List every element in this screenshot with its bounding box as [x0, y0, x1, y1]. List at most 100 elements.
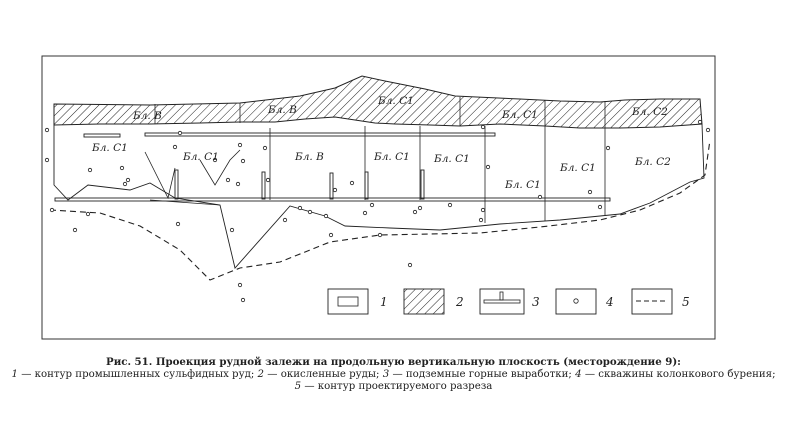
borehole-15 — [297, 205, 303, 211]
figure-caption: Рис. 51. Проекция рудной залежи на продо… — [0, 356, 787, 394]
legend-item-2: 2 — [403, 288, 464, 315]
lower-drift — [54, 197, 611, 202]
caption-item-4-number: 4 — [575, 368, 582, 380]
borehole-43 — [328, 232, 334, 238]
borehole-33 — [72, 227, 78, 233]
caption-item-2-number: 2 — [257, 368, 265, 380]
borehole-40 — [240, 297, 246, 303]
raise-2 — [261, 171, 266, 200]
legend-item-1: 1 — [327, 288, 388, 315]
block-label-b13: Бл. C2 — [634, 156, 671, 168]
borehole-22 — [447, 202, 453, 208]
borehole-13 — [265, 177, 271, 183]
borehole-45 — [412, 209, 418, 215]
borehole-18 — [349, 180, 355, 186]
projected-pit-contour — [49, 139, 711, 281]
borehole-8 — [212, 157, 218, 163]
borehole-6 — [172, 144, 178, 150]
borehole-12 — [235, 181, 241, 187]
upper-drift — [144, 132, 496, 137]
borehole-1 — [44, 127, 50, 133]
block-label-group: Бл. B Бл. B Бл. C1 Бл. C1 Бл. C2 Бл. C1 Бл. C1… — [91, 95, 671, 191]
borehole-19 — [362, 210, 368, 216]
caption-item-5-text: — контур проектируемого разреза — [304, 381, 493, 392]
borehole-21 — [417, 205, 423, 211]
caption-item-4-text: — скважины колонкового бурения; — [584, 368, 776, 380]
block-label-b5: Бл. C2 — [631, 106, 668, 118]
legend-item-5: 5 — [631, 288, 690, 315]
caption-item-3-text: — подземные горные выработки; — [392, 368, 572, 380]
block-label-b7: Бл. C1 — [182, 151, 219, 163]
borehole-29 — [597, 204, 603, 210]
raise-4 — [364, 171, 369, 200]
borehole-9 — [225, 177, 231, 183]
block-label-b4: Бл. C1 — [501, 109, 538, 121]
borehole-25 — [480, 207, 486, 213]
borehole-10 — [237, 142, 243, 148]
borehole-7 — [177, 130, 183, 136]
borehole-34 — [49, 207, 55, 213]
block-label-b9: Бл. C1 — [373, 151, 410, 163]
short-drift — [83, 133, 121, 138]
borehole-group — [44, 119, 711, 303]
borehole-5 — [125, 177, 131, 183]
borehole-11 — [240, 158, 246, 164]
raise-5 — [420, 169, 425, 200]
borehole-23 — [480, 124, 486, 130]
caption-item-3-number: 3 — [382, 368, 390, 380]
borehole-37 — [175, 221, 181, 227]
caption-item-1-number: 1 — [11, 368, 18, 380]
borehole-2 — [44, 157, 50, 163]
borehole-28 — [587, 189, 593, 195]
borehole-39 — [237, 282, 243, 288]
underground-workings — [54, 132, 611, 202]
borehole-35 — [85, 211, 91, 217]
borehole-16 — [307, 209, 313, 215]
band-dividers — [154, 97, 606, 128]
block-boundaries — [144, 126, 606, 223]
raise-3 — [329, 172, 334, 200]
legend-number-3: 3 — [532, 295, 540, 309]
block-label-b2: Бл. B — [267, 104, 297, 116]
borehole-4 — [119, 165, 125, 171]
borehole-46 — [377, 232, 383, 238]
caption-title: Рис. 51. Проекция рудной залежи на продо… — [106, 356, 681, 368]
legend-number-4: 4 — [605, 295, 614, 309]
borehole-42 — [323, 213, 329, 219]
borehole-26 — [478, 217, 484, 223]
borehole-41 — [282, 217, 288, 223]
caption-legend-line-2: 5 — контур проектируемого разреза — [0, 381, 787, 394]
legend-number-5: 5 — [682, 295, 690, 309]
legend-item-3: 3 — [479, 288, 540, 315]
legend-number-2: 2 — [455, 295, 464, 309]
raise-1 — [174, 169, 179, 200]
block-label-b3: Бл. C1 — [377, 95, 414, 107]
block-label-b12: Бл. C1 — [559, 162, 596, 174]
borehole-30 — [605, 145, 611, 151]
legend-number-1: 1 — [380, 295, 388, 309]
block-label-b1: Бл. B — [132, 110, 162, 122]
borehole-36 — [122, 181, 128, 187]
sulfide-ore-contour — [53, 123, 705, 269]
borehole-3 — [87, 167, 93, 173]
caption-item-1-text: — контур промышленных сульфидных руд; — [21, 368, 255, 380]
borehole-24 — [485, 164, 491, 170]
legend-item-4: 4 — [555, 288, 614, 315]
block-label-b6: Бл. C1 — [91, 142, 128, 154]
caption-item-2-text: — окисленные руды; — [267, 368, 380, 380]
drawing-frame — [41, 55, 716, 340]
borehole-31 — [705, 127, 711, 133]
legend: 1 2 3 4 5 — [327, 288, 690, 315]
block-label-b11: Бл. C1 — [504, 179, 541, 191]
borehole-14 — [262, 145, 268, 151]
borehole-17 — [332, 187, 338, 193]
block-label-b8: Бл. B — [294, 151, 324, 163]
borehole-27 — [537, 194, 543, 200]
block-label-b10: Бл. C1 — [433, 153, 470, 165]
borehole-44 — [407, 262, 413, 268]
oxidized-ore-zone — [53, 75, 703, 129]
caption-legend-line-1: 1 — контур промышленных сульфидных руд; … — [0, 369, 787, 382]
caption-item-5-number: 5 — [294, 381, 302, 392]
borehole-32 — [697, 119, 703, 125]
